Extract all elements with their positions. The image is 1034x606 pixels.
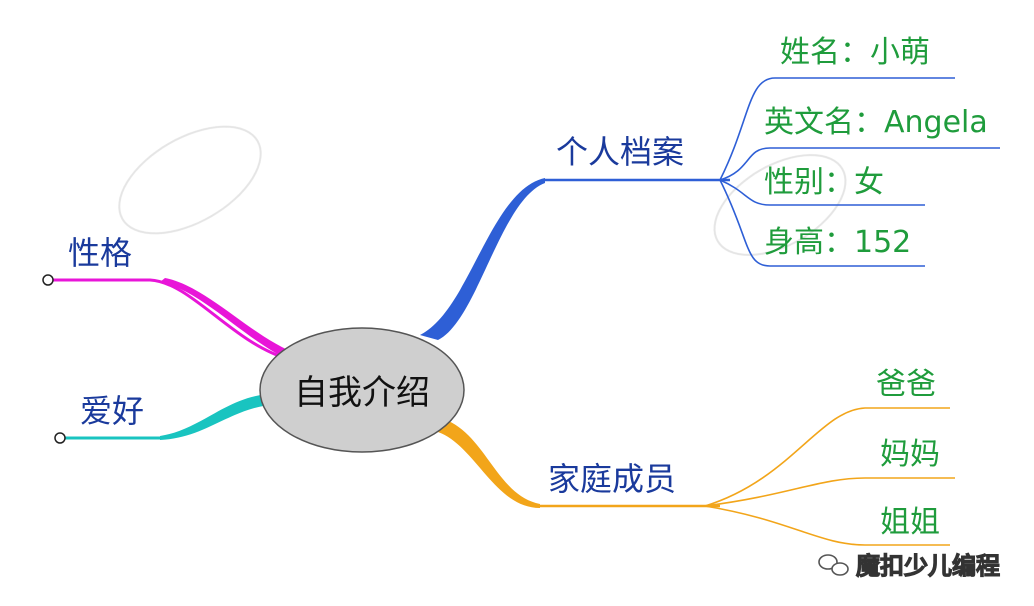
central-topic-label: 自我介绍: [294, 373, 430, 413]
leaf-mother[interactable]: 妈妈: [880, 437, 940, 472]
leaf-english-name[interactable]: 英文名：Angela: [764, 105, 988, 140]
node-hobby[interactable]: 爱好: [80, 392, 144, 430]
leaf-sister[interactable]: 姐姐: [880, 505, 940, 540]
node-profile[interactable]: 个人档案: [556, 133, 684, 171]
branch-personality: 性格: [42, 234, 288, 360]
watermark-text: 魔扣少儿编程: [856, 552, 1000, 580]
watermark: 魔扣少儿编程: [818, 552, 1001, 581]
collapse-handle[interactable]: [54, 432, 66, 444]
branch-family: 家庭成员 爸爸 妈妈 姐姐: [438, 367, 955, 546]
leaf-height[interactable]: 身高：152: [764, 225, 911, 260]
node-personality[interactable]: 性格: [68, 234, 132, 272]
leaf-gender[interactable]: 性别：女: [764, 165, 884, 200]
leaf-father[interactable]: 爸爸: [876, 367, 936, 402]
branch-profile: 个人档案 姓名：小萌 英文名：Angela 性别：女 身高：152: [420, 35, 1000, 340]
node-family[interactable]: 家庭成员: [548, 460, 676, 498]
collapse-handle[interactable]: [42, 274, 54, 286]
leaf-name[interactable]: 姓名：小萌: [780, 35, 930, 70]
branch-hobby: 爱好: [54, 392, 270, 444]
wechat-icon: [818, 554, 849, 576]
background-watermark-stamp: [118, 125, 847, 256]
central-topic[interactable]: 自我介绍: [259, 327, 465, 453]
